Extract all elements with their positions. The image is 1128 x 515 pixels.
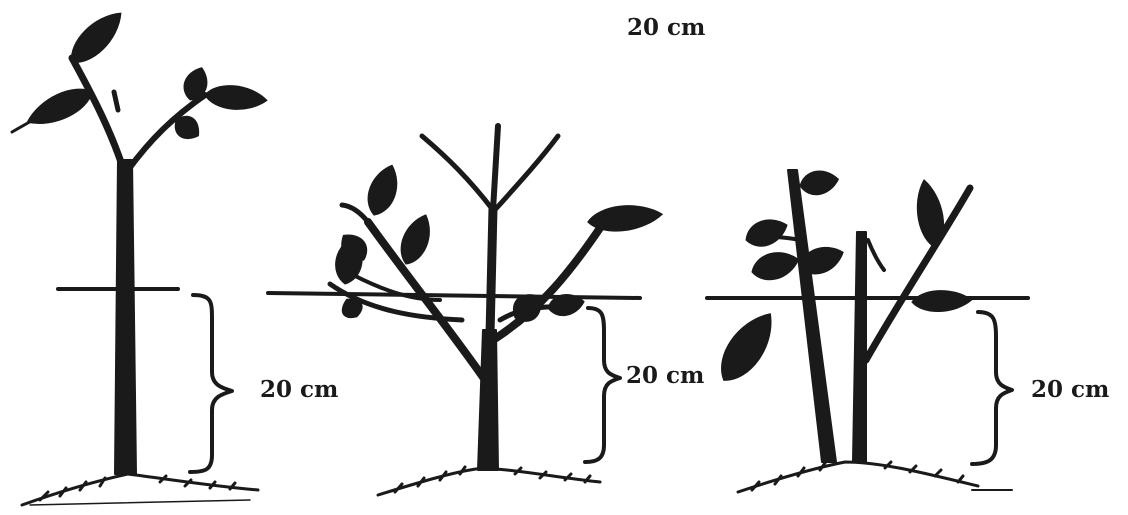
- cut-line-2: [268, 293, 640, 298]
- stem-3b: [853, 232, 866, 462]
- label-plant-3-20cm: 20 cm: [1031, 376, 1109, 403]
- label-plant-1-20cm: 20 cm: [260, 376, 338, 403]
- leaf-3g: [912, 289, 972, 312]
- ground-2: [378, 467, 600, 495]
- ground-1: [22, 474, 258, 505]
- plant-2: [268, 126, 663, 495]
- leaf-3b: [742, 213, 792, 251]
- leaf-3a: [798, 168, 841, 198]
- leaf-1d: [204, 83, 268, 112]
- stem-3a: [788, 170, 836, 462]
- stem-2: [478, 330, 498, 470]
- stem-1: [115, 160, 136, 474]
- plant-1: [12, 4, 268, 505]
- leaf-3e: [710, 304, 784, 389]
- brace-2: [585, 308, 620, 462]
- plant-3: [707, 168, 1028, 492]
- label-top-20cm: 20 cm: [627, 14, 705, 41]
- label-plant-2-20cm: 20 cm: [626, 362, 704, 389]
- leaf-3c: [749, 247, 802, 285]
- leaf-2a: [362, 161, 405, 220]
- brace-1: [190, 295, 232, 472]
- ground-3: [738, 462, 1012, 492]
- brace-3: [972, 312, 1012, 464]
- leaf-1a: [63, 4, 130, 71]
- branch-1a: [72, 58, 122, 165]
